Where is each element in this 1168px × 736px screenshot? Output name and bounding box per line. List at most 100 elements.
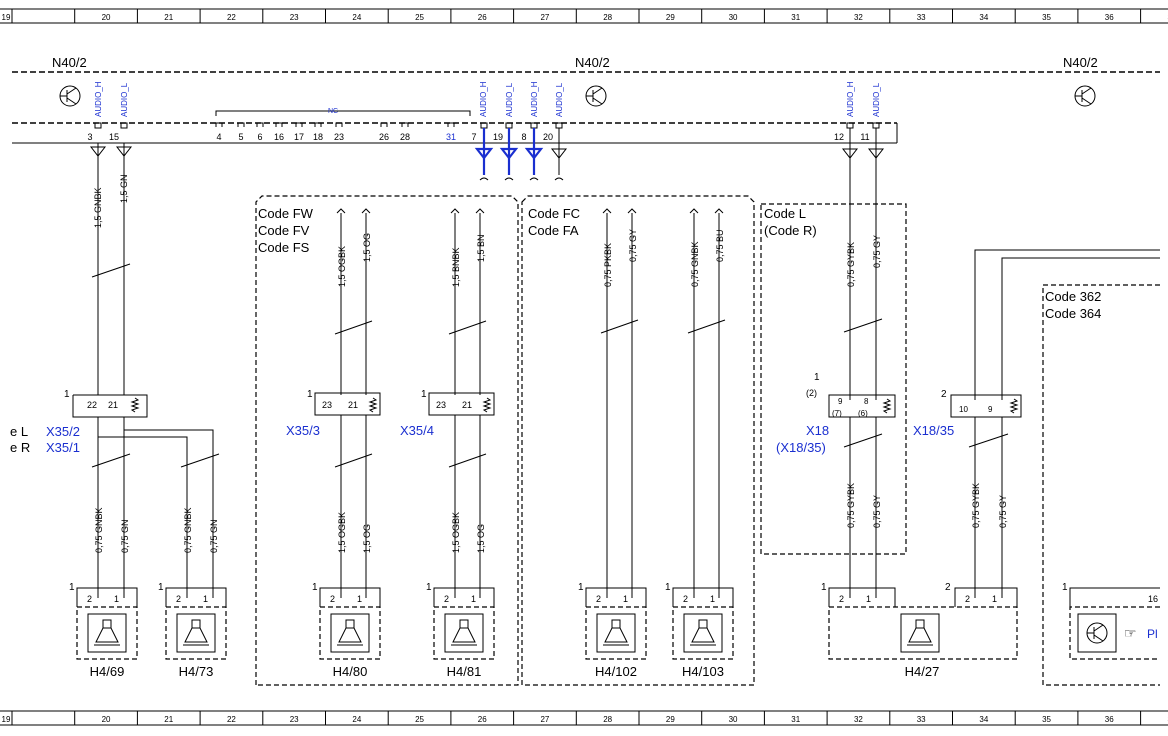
speaker-icon [900, 613, 940, 653]
svg-text:21: 21 [108, 400, 118, 410]
connector-x35-4: 1 23 21 X35/4 1,5 OGBK 1,5 OG [400, 389, 495, 598]
grid-column-number: 36 [1105, 715, 1114, 724]
pin-number: 15 [109, 132, 119, 142]
wire-label: 0,75 GY [628, 229, 638, 262]
wire-label: 1,5 GNBK [93, 187, 103, 228]
svg-text:(2): (2) [806, 388, 817, 398]
svg-text:1: 1 [69, 582, 75, 593]
wire-bundle-h4-69: 1,5 GNBK 1,5 GN [89, 143, 133, 395]
code-label: Code L [764, 206, 806, 221]
svg-text:8: 8 [864, 397, 869, 406]
signal-label: AUDIO_L [555, 82, 564, 117]
grid-column-number: 19 [2, 715, 11, 724]
speaker-label: H4/69 [90, 664, 125, 679]
svg-text:2: 2 [945, 582, 951, 593]
grid-column-number: 26 [478, 715, 487, 724]
grid-column-number: 20 [102, 715, 111, 724]
grid-top: 19202122232425262728293031323334353637 [0, 8, 1168, 24]
grid-column-number: 20 [102, 13, 111, 22]
side-label-r: e R [10, 440, 30, 455]
connector-x35-2: 1 22 21 e L e R X35/2 X35/1 0,75 GNBK 0,… [10, 389, 220, 598]
svg-text:2: 2 [839, 594, 844, 604]
connector-label: X35/2 [46, 424, 80, 439]
pin-number: 5 [238, 132, 243, 142]
speaker-icon [87, 613, 127, 653]
svg-text:1: 1 [992, 594, 997, 604]
code-label: Code FA [528, 223, 579, 238]
speaker-label: H4/73 [179, 664, 214, 679]
wire-label: 0,75 PKBK [603, 243, 613, 287]
speaker-icon [444, 613, 484, 653]
pin-number: 18 [313, 132, 323, 142]
pin-number: 20 [543, 132, 553, 142]
svg-text:2: 2 [330, 594, 335, 604]
wire-label: 0,75 GYBK [971, 483, 981, 528]
wire-label: 0,75 GNBK [94, 507, 104, 553]
grid-column-number: 33 [917, 13, 926, 22]
pin-number: 31 [446, 132, 456, 142]
grid-column-number: 29 [666, 13, 675, 22]
signal-label: AUDIO_L [120, 82, 129, 117]
grid-column-number: 29 [666, 715, 675, 724]
svg-text:21: 21 [462, 400, 472, 410]
pin-number: 11 [860, 132, 869, 142]
grid-column-number: 22 [227, 13, 236, 22]
wire-label: 0,75 GN [209, 519, 219, 553]
side-label-l: e L [10, 424, 28, 439]
signal-label: AUDIO_H [846, 81, 855, 117]
grid-column-number: 31 [791, 715, 800, 724]
transistor-icon [1074, 85, 1096, 107]
svg-text:1: 1 [623, 594, 628, 604]
grid-column-number: 21 [164, 13, 173, 22]
wire-label: 1,5 BNBK [451, 247, 461, 287]
svg-text:2: 2 [683, 594, 688, 604]
svg-text:10: 10 [959, 405, 968, 414]
grid-column-number: 28 [603, 715, 612, 724]
wire-label: 0,75 GY [872, 235, 882, 268]
svg-text:1: 1 [426, 582, 432, 593]
grid-column-number: 35 [1042, 715, 1051, 724]
svg-text:9: 9 [988, 405, 993, 414]
svg-text:(7): (7) [832, 409, 842, 418]
svg-text:1: 1 [814, 372, 820, 383]
grid-column-number: 27 [540, 715, 549, 724]
pin-number: 23 [334, 132, 344, 142]
grid-bottom: 19202122232425262728293031323334353637 [0, 710, 1168, 726]
grid-column-number: 28 [603, 13, 612, 22]
wire-feed-x18-35 [974, 249, 1160, 400]
svg-text:9: 9 [838, 397, 843, 406]
svg-text:23: 23 [436, 400, 446, 410]
module-partial-right: 1 16 ☞ Pl [1062, 582, 1160, 660]
svg-text:1: 1 [114, 594, 119, 604]
grid-column-number: 25 [415, 715, 424, 724]
wire-label: 0,75 GN [120, 519, 130, 553]
code-group-fc: Code FC Code FA 0,75 PKBK 0,75 GY 0,75 G… [521, 195, 755, 686]
grid-column-number: 27 [540, 13, 549, 22]
code-group-fw: Code FW Code FV Code FS 1,5 OGBK 1,5 OG … [255, 195, 519, 686]
svg-text:2: 2 [87, 594, 92, 604]
wire-label: 0,75 GYBK [846, 483, 856, 528]
svg-text:1: 1 [710, 594, 715, 604]
code-label: Code FS [258, 240, 310, 255]
grid-column-number: 30 [729, 715, 738, 724]
wire-label: 0,75 GYBK [846, 242, 856, 287]
signal-label: AUDIO_L [505, 82, 514, 117]
pin-number: 26 [379, 132, 389, 142]
code-label: Code 362 [1045, 289, 1101, 304]
wire-label: 1,5 GN [119, 174, 129, 203]
code-group-l: Code L (Code R) [760, 203, 907, 555]
wire-label: 1,5 OG [362, 524, 372, 553]
unit-label-left: N40/2 [52, 55, 87, 70]
wire-bundle-x18: 0,75 GYBK 0,75 GY [841, 128, 885, 400]
svg-text:1: 1 [866, 594, 871, 604]
code-label: Code FC [528, 206, 580, 221]
speaker-h4-69: 1 2 1H4/69 [69, 582, 138, 679]
svg-text:2: 2 [941, 389, 947, 400]
code-label: Code FW [258, 206, 314, 221]
